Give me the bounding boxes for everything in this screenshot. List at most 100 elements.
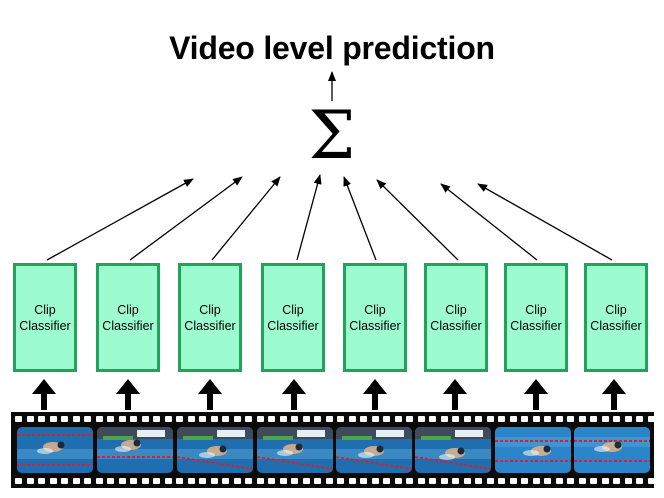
video-frame-8: [574, 427, 650, 473]
video-frame-5: [336, 427, 412, 473]
sprocket-hole: [95, 478, 103, 484]
sprocket-hole: [95, 416, 103, 422]
input-arrow-1: [32, 379, 56, 410]
sprocket-hole: [463, 416, 471, 422]
input-arrow-3: [198, 379, 222, 410]
sprocket-hole: [256, 478, 264, 484]
sprocket-hole: [291, 478, 298, 484]
sprocket-hole: [49, 416, 57, 422]
sprocket-hole: [72, 478, 80, 484]
sprocket-hole: [475, 416, 482, 422]
sprocket-hole: [452, 416, 459, 422]
classifier-label-line1: Clip: [364, 302, 386, 317]
classifier-label-line2: Classifier: [19, 318, 71, 333]
aggregate-arrow-3: [211, 176, 281, 261]
sprocket-hole: [26, 416, 34, 422]
aggregate-arrow-5: [343, 176, 377, 261]
input-arrow-5: [363, 379, 387, 410]
video-frame-1: [17, 427, 93, 473]
classifier-label-line2: Classifier: [590, 318, 642, 333]
sprocket-hole: [130, 478, 137, 484]
sprocket-hole: [38, 416, 45, 422]
sprocket-hole: [233, 478, 241, 484]
input-arrow-4: [282, 379, 306, 410]
sprocket-hole: [417, 416, 425, 422]
sprocket-hole: [590, 416, 597, 422]
classifier-label-line2: Classifier: [267, 318, 319, 333]
sprocket-hole: [601, 416, 609, 422]
sprocket-hole: [268, 478, 275, 484]
classifier-label-line1: Clip: [605, 302, 627, 317]
sprocket-hole: [153, 416, 160, 422]
sprocket-hole: [486, 478, 494, 484]
aggregate-arrow-7: [440, 183, 538, 261]
sprocket-hole: [429, 478, 436, 484]
sprocket-hole: [187, 478, 195, 484]
sprocket-hole: [360, 478, 367, 484]
video-frame-2: [97, 427, 173, 473]
sprocket-hole: [498, 478, 505, 484]
sprocket-hole: [578, 416, 586, 422]
sprocket-hole: [337, 478, 344, 484]
sprocket-hole: [463, 478, 471, 484]
sprocket-hole: [406, 478, 413, 484]
video-frame-3: [177, 427, 253, 473]
sprocket-hole: [440, 478, 448, 484]
sprocket-hole: [187, 416, 195, 422]
sprocket-hole: [279, 416, 287, 422]
sprocket-hole: [601, 478, 609, 484]
sprocket-hole: [417, 478, 425, 484]
sprocket-hole: [118, 478, 126, 484]
sprocket-hole: [314, 416, 321, 422]
sprocket-hole: [176, 478, 183, 484]
sprocket-hole: [325, 416, 333, 422]
sprocket-hole: [578, 478, 586, 484]
sprocket-hole: [567, 478, 574, 484]
sprocket-hole: [613, 416, 620, 422]
sprocket-hole: [164, 416, 172, 422]
sprocket-hole: [15, 478, 22, 484]
sprocket-hole: [371, 478, 379, 484]
sprocket-hole: [613, 478, 620, 484]
sprocket-hole: [590, 478, 597, 484]
sprocket-hole: [647, 478, 655, 484]
classifier-label-line1: Clip: [525, 302, 547, 317]
sprocket-hole: [509, 478, 517, 484]
sprocket-hole: [624, 416, 632, 422]
sprocket-hole: [624, 478, 632, 484]
sprocket-hole: [532, 416, 540, 422]
sprocket-hole: [314, 478, 321, 484]
sprocket-hole: [118, 416, 126, 422]
sprocket-hole: [406, 416, 413, 422]
sprocket-hole: [233, 416, 241, 422]
aggregate-arrow-6: [376, 179, 459, 261]
sprocket-hole: [141, 478, 149, 484]
sprocket-hole: [26, 478, 34, 484]
input-arrow-7: [524, 379, 548, 410]
aggregate-arrow-2: [129, 176, 243, 261]
sprocket-hole: [348, 478, 356, 484]
sprocket-hole: [130, 416, 137, 422]
sprocket-hole: [498, 416, 505, 422]
film-strip: [11, 412, 655, 488]
sprocket-hole: [61, 478, 68, 484]
input-arrow-8: [602, 379, 626, 410]
classifier-label-line1: Clip: [199, 302, 221, 317]
sprocket-hole: [532, 478, 540, 484]
sprocket-hole: [486, 416, 494, 422]
sprocket-hole: [222, 416, 229, 422]
sprocket-hole: [475, 478, 482, 484]
sprocket-hole: [636, 416, 643, 422]
sprocket-hole: [245, 416, 252, 422]
sprocket-hole: [141, 416, 149, 422]
sprocket-hole: [544, 416, 551, 422]
sprocket-hole: [199, 416, 206, 422]
sprocket-hole: [164, 478, 172, 484]
sprocket-hole: [49, 478, 57, 484]
sprocket-hole: [268, 416, 275, 422]
sprocket-hole: [636, 478, 643, 484]
